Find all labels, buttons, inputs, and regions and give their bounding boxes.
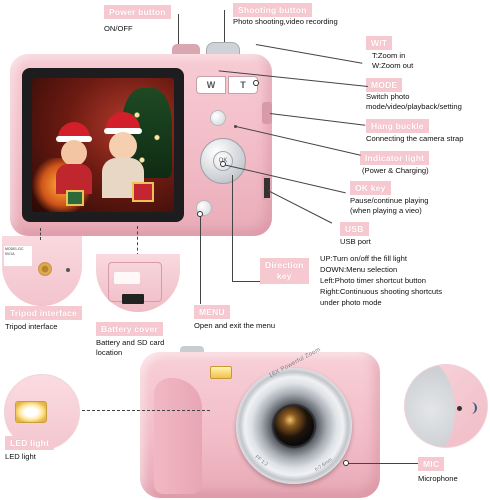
tripod-tag: Tripod interface xyxy=(5,306,82,320)
led-flash xyxy=(210,366,232,379)
gift-box xyxy=(132,182,154,202)
indicator-light xyxy=(234,125,237,128)
power-button-desc: ON/OFF xyxy=(104,24,133,33)
indicator-light-desc: (Power & Charging) xyxy=(362,166,429,175)
direction-desc-2: DOWN:Menu selection xyxy=(320,265,398,274)
pointer-dot xyxy=(220,161,226,167)
tripod-desc: Tripod interface xyxy=(5,322,58,331)
usb-tag: USB xyxy=(340,222,369,236)
zoom-w-button[interactable]: W xyxy=(196,76,226,94)
ok-key-tag: OK key xyxy=(350,181,391,195)
hang-buckle-desc: Connecting the camera strap xyxy=(366,134,464,143)
battery-latch xyxy=(114,272,140,284)
camera-front-top-button xyxy=(180,346,204,354)
mode-tag: MODE xyxy=(366,78,403,92)
leader-line xyxy=(346,463,418,464)
tripod-socket-icon xyxy=(38,262,52,276)
pointer-dot xyxy=(343,460,349,466)
camera-lens xyxy=(236,368,352,484)
led-icon xyxy=(15,401,47,423)
direction-key-tag-line-2: key xyxy=(276,271,292,281)
lens-glass xyxy=(274,406,314,446)
direction-key-tag: Direction key xyxy=(260,258,309,284)
pointer-dot xyxy=(197,211,203,217)
battery-icon xyxy=(122,294,144,304)
mode-button[interactable] xyxy=(210,110,226,126)
menu-tag: MENU xyxy=(194,305,230,319)
mic-body-edge xyxy=(405,365,455,447)
pointer-dot xyxy=(253,80,259,86)
camera-grip xyxy=(154,378,202,494)
leader-line xyxy=(232,175,233,281)
tripod-detail-circle: MODEL:DC 5V/1A xyxy=(2,236,82,306)
child-left xyxy=(52,122,96,194)
camera-back: W T OK xyxy=(10,42,283,237)
camera-screen xyxy=(32,78,174,212)
hang-buckle xyxy=(262,102,272,124)
leader-line xyxy=(224,10,225,42)
camera-front: 16X Powerful Zoom f=7.6mm FF 1:2 xyxy=(140,346,382,498)
usb-port xyxy=(262,176,272,200)
screw-dot xyxy=(66,268,70,272)
leader-line xyxy=(82,410,210,411)
battery-detail-circle xyxy=(96,254,180,312)
direction-key-tag-line-1: Direction xyxy=(265,260,304,270)
child-right xyxy=(98,112,146,198)
battery-cover-desc-2: location xyxy=(96,348,123,357)
microphone-waves-icon xyxy=(465,402,477,414)
leader-line xyxy=(269,113,366,126)
mic-desc: Microphone xyxy=(418,474,458,483)
leader-line xyxy=(178,14,179,44)
direction-desc-3: Left:Photo timer shortcut button xyxy=(320,276,426,285)
led-tag: LED light xyxy=(5,436,55,450)
leader-line xyxy=(232,281,260,282)
direction-desc-4: Right:Continuous shooting shortcuts xyxy=(320,287,442,296)
mic-hole xyxy=(457,406,462,411)
ok-key-desc-2: (when playing a vieo) xyxy=(350,206,422,215)
battery-cover-tag: Battery cover xyxy=(96,322,163,336)
usb-desc: USB port xyxy=(340,237,371,246)
hang-buckle-tag: Hang buckle xyxy=(366,119,429,133)
mic-detail-circle xyxy=(404,364,488,448)
mic-tag: MIC xyxy=(418,457,445,471)
mode-desc-2: mode/video/playback/setting xyxy=(366,102,462,111)
direction-desc-5: under photo mode xyxy=(320,298,382,307)
ok-key-desc-1: Pause/continue playing xyxy=(350,196,429,205)
leader-line xyxy=(137,226,138,256)
leader-line xyxy=(40,228,41,240)
direction-desc-1: UP:Turn on/off the fill light xyxy=(320,254,407,263)
sticker-line: MODEL:DC xyxy=(5,247,24,251)
shooting-button-desc: Photo shooting,video recording xyxy=(233,17,338,26)
indicator-light-tag: Indicator light xyxy=(360,151,430,165)
gift-box xyxy=(66,190,84,206)
wt-desc-2: W:Zoom out xyxy=(372,61,414,70)
sticker-line: 5V/1A xyxy=(5,252,15,256)
wt-desc-1: T:Zoom in xyxy=(372,51,406,60)
power-button-tag: Power button xyxy=(104,5,171,19)
wt-tag: W/T xyxy=(366,36,393,50)
bottom-sticker: MODEL:DC 5V/1A xyxy=(4,246,32,266)
battery-cover-desc-1: Battery and SD card xyxy=(96,338,165,347)
menu-desc: Open and exit the menu xyxy=(194,321,276,330)
leader-line xyxy=(200,214,201,304)
mode-desc-1: Switch photo xyxy=(366,92,410,101)
led-desc: LED light xyxy=(5,452,36,461)
shooting-button-tag: Shooting button xyxy=(233,3,312,17)
